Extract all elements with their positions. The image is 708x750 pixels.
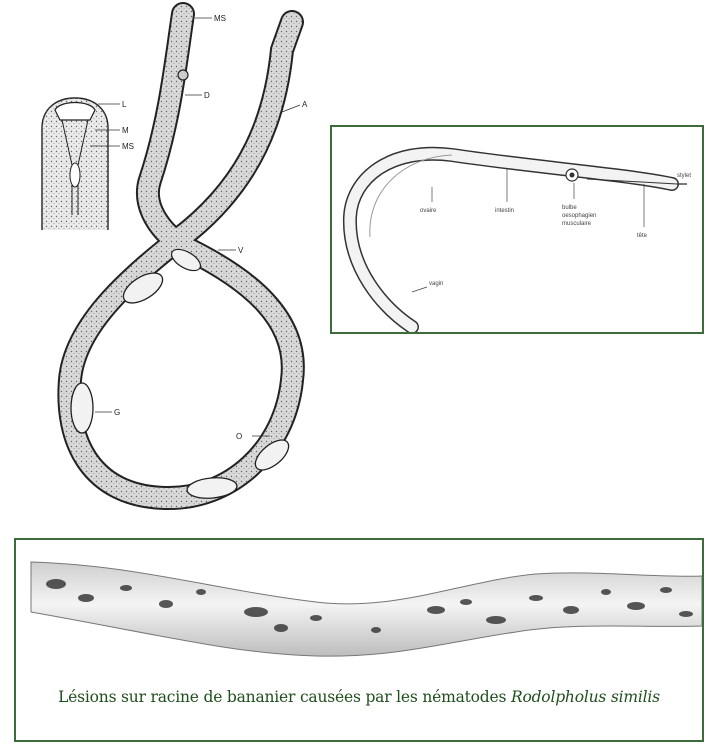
nematode-figure: MS D A V G O L M MS: [0, 0, 330, 520]
anatomy-panel: stylet ovaire intestin bulbe oesophagien…: [330, 125, 704, 334]
egg: [186, 476, 238, 500]
label-g: G: [114, 408, 120, 417]
figure-caption: Lésions sur racine de bananier causées p…: [16, 688, 702, 706]
egg: [71, 383, 93, 433]
label-tete: tête: [637, 233, 648, 239]
caption-species: Rodolpholus similis: [511, 688, 660, 706]
label-bulbe-3: musculaire: [562, 221, 592, 227]
label-d: D: [204, 91, 210, 100]
banana-root: [31, 562, 702, 656]
caption-text: Lésions sur racine de bananier causées p…: [58, 688, 511, 706]
inset-label-m: M: [122, 126, 129, 135]
root-lesion-panel: Lésions sur racine de bananier causées p…: [14, 538, 704, 742]
label-ovaire: ovaire: [420, 208, 437, 214]
label-bulbe: bulbe: [562, 205, 577, 211]
label-vagin: vagin: [429, 281, 443, 287]
inset-label-l: L: [122, 100, 127, 109]
label-o: O: [236, 432, 242, 441]
head-inset: L M MS: [42, 98, 134, 230]
label-intestin: intestin: [495, 208, 514, 214]
bulb: [178, 70, 188, 80]
label-stylet: stylet: [677, 173, 691, 179]
label-v: V: [238, 246, 244, 255]
label-ms: MS: [214, 14, 226, 23]
root-photo: [16, 540, 702, 680]
inset-label-ms: MS: [122, 142, 134, 151]
anatomy-diagram: stylet ovaire intestin bulbe oesophagien…: [332, 127, 702, 332]
label-bulbe-2: oesophagien: [562, 213, 596, 219]
label-a: A: [302, 100, 308, 109]
